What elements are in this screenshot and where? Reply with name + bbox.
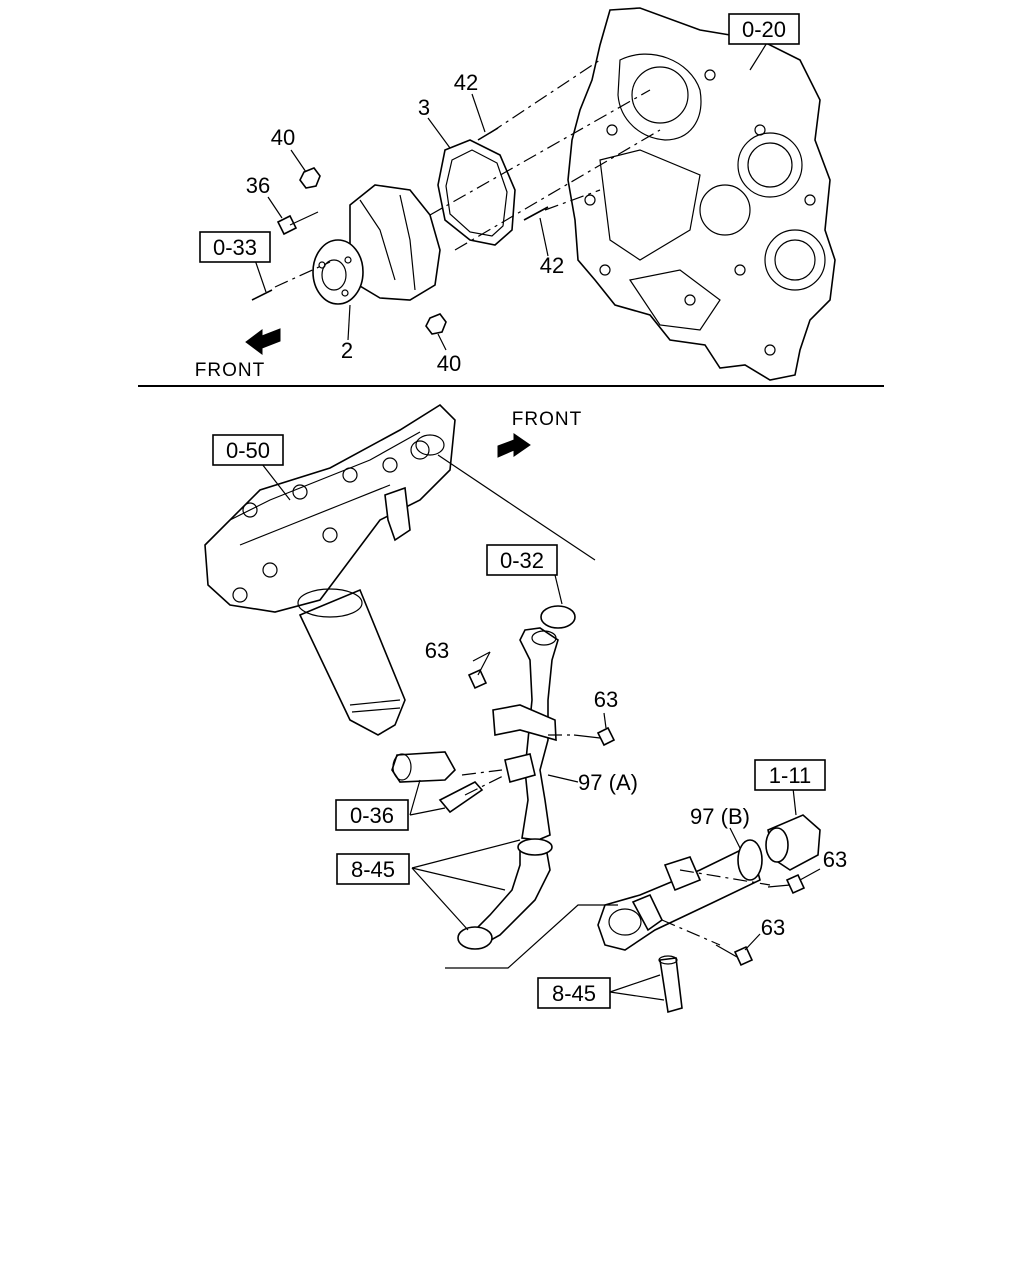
nut-40-lower [425,313,447,335]
ref-box-8-45-left [336,853,410,885]
bottom-alignment-lines [461,734,771,946]
callout-40-lower: 40 [437,351,461,376]
ref-box-8-45-right [537,977,611,1009]
stud-42-lower [523,206,549,221]
bottom-leader-lines [261,454,821,1001]
callout-63-c: 63 [823,847,847,872]
dowel-0-33 [251,289,273,301]
callout-97b: 97 (B) [690,804,750,829]
callout-63-b: 63 [594,687,618,712]
o-ring-0-32 [540,605,576,629]
water-hose-8-45-left [457,838,553,950]
ref-box-1-11 [754,759,826,791]
front-arrow-icon-top [245,328,281,355]
callout-36: 36 [246,173,270,198]
callout-42-lower: 42 [540,253,564,278]
ref-label-1-11: 1-11 [769,763,811,788]
callout-42-upper: 42 [454,70,478,95]
ref-label-0-50: 0-50 [226,438,270,463]
ref-label-0-33: 0-33 [213,235,257,260]
front-arrow-icon-bottom [497,433,531,458]
oil-cooler-housing [204,403,456,613]
callout-63-d: 63 [761,915,785,940]
callout-63-a: 63 [425,638,449,663]
callout-2: 2 [341,338,353,363]
callout-40-upper: 40 [271,125,295,150]
bolts-63 [467,651,806,967]
oil-filter [297,588,406,736]
top-alignment-lines [274,59,661,288]
ref-label-0-20: 0-20 [742,17,786,42]
hose-fittings-0-36 [391,751,536,814]
bolt-36 [276,211,319,236]
front-label-bottom: FRONT [512,409,582,430]
small-hose-8-45-right [658,955,683,1014]
ref-box-0-50 [212,434,284,466]
callout-3: 3 [418,95,430,120]
water-pipe-97b [597,839,763,951]
ref-box-0-20 [728,13,800,45]
ref-box-0-33 [199,231,271,263]
ref-label-0-36: 0-36 [350,803,394,828]
nut-40-upper [299,167,321,189]
water-hose-1-11 [765,814,821,871]
front-label-top: FRONT [195,360,265,381]
ref-box-0-36 [335,799,409,831]
ref-label-8-45-right: 8-45 [552,981,596,1006]
water-pump [312,184,441,305]
ref-label-0-32: 0-32 [500,548,544,573]
ref-label-8-45-left: 8-45 [351,857,395,882]
water-pump-gasket [437,139,516,246]
water-pipe-97a [492,627,559,841]
ref-box-0-32 [486,544,558,576]
callout-97a: 97 (A) [578,770,638,795]
timing-gear-case [567,7,836,381]
